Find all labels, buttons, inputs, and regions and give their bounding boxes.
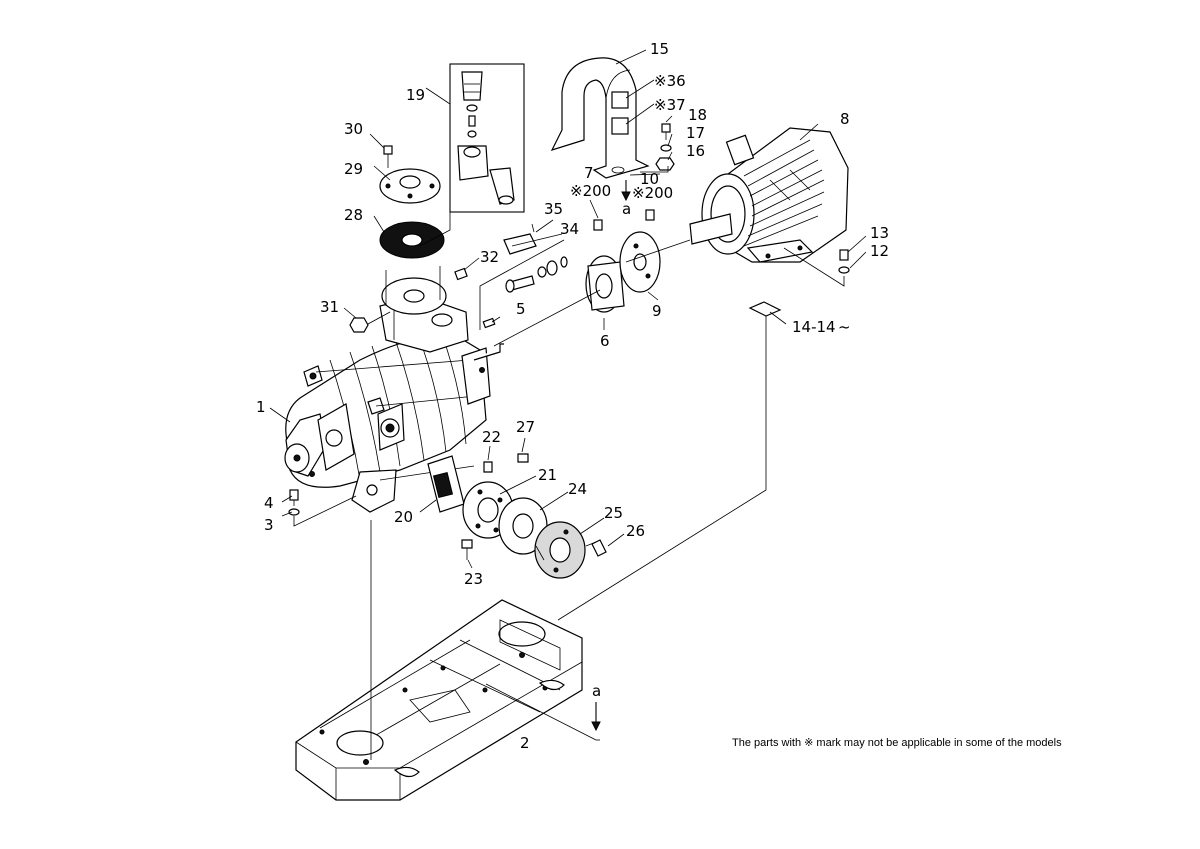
callout-28: 28 — [344, 206, 363, 224]
callout-35: 35 — [544, 200, 563, 218]
callout-31: 31 — [320, 298, 339, 316]
small-fasteners — [288, 123, 850, 560]
callout-14-tilde: ~ — [838, 318, 851, 336]
callout-4: 4 — [264, 494, 274, 512]
callout-7: 7 — [584, 164, 594, 182]
callout-27: 27 — [516, 418, 535, 436]
callout-1: 1 — [256, 398, 266, 416]
callout-17: 17 — [686, 124, 705, 142]
callout-18: 18 — [688, 106, 707, 124]
callout-20: 20 — [394, 508, 413, 526]
callout-23: 23 — [464, 570, 483, 588]
callout-22: 22 — [482, 428, 501, 446]
callout-16: 16 — [686, 142, 705, 160]
callout-29: 29 — [344, 160, 363, 178]
footnote: The parts with ※ mark may not be applica… — [732, 737, 1062, 749]
callout-14: 14-14 — [792, 318, 836, 336]
coupling-assembly — [493, 231, 691, 347]
callout-200-right: ※200 — [632, 184, 673, 202]
base-plate — [295, 599, 583, 801]
callout-6: 6 — [600, 332, 610, 350]
callout-labels: 1 2 3 4 5 6 7 8 9 10 12 13 14-14 ~ 15 16… — [256, 40, 889, 752]
callout-2: 2 — [520, 734, 530, 752]
callout-19: 19 — [406, 86, 425, 104]
support-bracket — [550, 57, 650, 179]
discharge-flange-assembly — [427, 455, 586, 579]
callout-36: ※36 — [654, 72, 686, 90]
callout-24: 24 — [568, 480, 587, 498]
motor — [689, 127, 849, 263]
pump-body — [284, 295, 504, 513]
callout-26: 26 — [626, 522, 645, 540]
callout-3: 3 — [264, 516, 274, 534]
suction-flange-stack — [379, 168, 447, 315]
valve-kit — [449, 63, 525, 213]
callout-37: ※37 — [654, 96, 686, 114]
callout-10: 10 — [640, 170, 659, 188]
callout-13: 13 — [870, 224, 889, 242]
callout-25: 25 — [604, 504, 623, 522]
view-marker-a-lower: a — [592, 682, 601, 700]
callout-200-left: ※200 — [570, 182, 611, 200]
leader-lines — [269, 49, 867, 760]
callout-34: 34 — [560, 220, 579, 238]
callout-32: 32 — [480, 248, 499, 266]
callout-30: 30 — [344, 120, 363, 138]
callout-21: 21 — [538, 466, 557, 484]
callout-15: 15 — [650, 40, 669, 58]
callout-9: 9 — [652, 302, 662, 320]
callout-8: 8 — [840, 110, 850, 128]
view-marker-a-upper: a — [622, 200, 631, 218]
callout-12: 12 — [870, 242, 889, 260]
callout-5: 5 — [516, 300, 526, 318]
